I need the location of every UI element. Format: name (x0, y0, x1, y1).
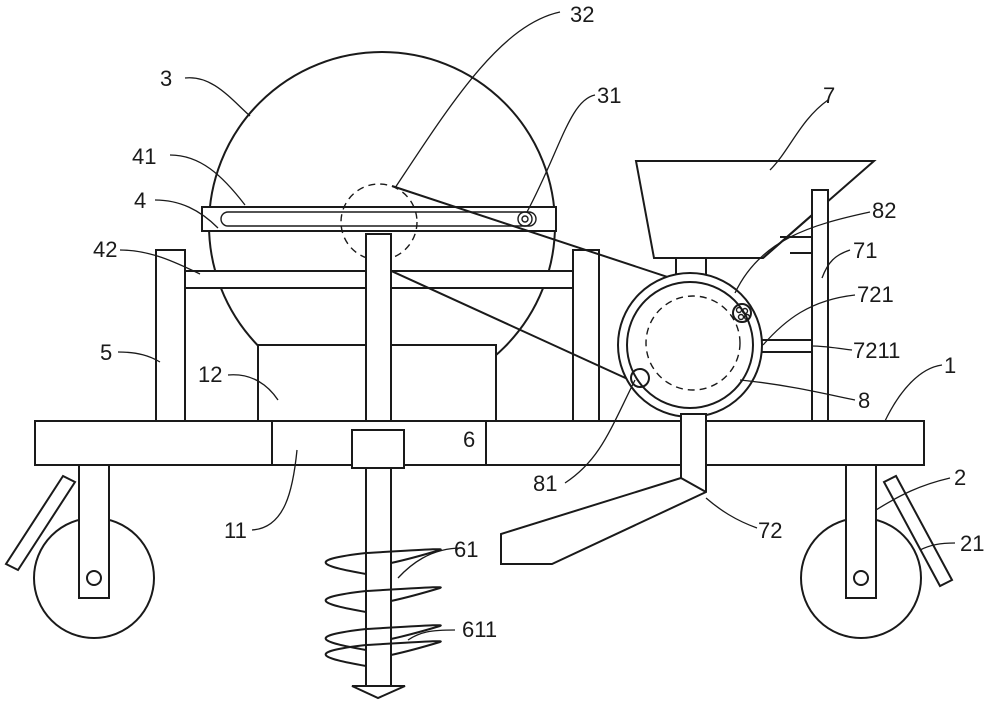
brush-82-c (737, 313, 745, 321)
brush-82-a (735, 306, 743, 314)
pin-31 (517, 211, 533, 227)
label-41: 41 (132, 144, 156, 169)
scraper-right-21 (882, 474, 954, 588)
wheel-leg-right-2 (845, 464, 877, 599)
pin-31-inner (521, 215, 529, 223)
auger-flights-61 (324, 548, 442, 700)
label-61: 61 (454, 537, 478, 562)
wheel-leg-left (78, 464, 110, 599)
label-721: 721 (857, 282, 894, 307)
axle-left (86, 570, 102, 586)
label-12: 12 (198, 362, 222, 387)
post-right (572, 249, 600, 422)
label-1: 1 (944, 353, 956, 378)
label-611: 611 (462, 617, 497, 642)
label-11: 11 (224, 518, 247, 543)
axle-right (853, 570, 869, 586)
brush-82 (732, 303, 752, 323)
belt-upper (391, 185, 717, 294)
label-71: 71 (853, 238, 877, 263)
label-4: 4 (134, 188, 146, 213)
label-3: 3 (160, 66, 172, 91)
seed-tube-72 (500, 413, 707, 565)
brush-82-b (741, 307, 749, 315)
label-5: 5 (100, 340, 112, 365)
label-2: 2 (954, 465, 966, 490)
housing-8-inner (626, 281, 754, 409)
stand-71 (811, 189, 829, 422)
label-72: 72 (758, 518, 782, 543)
hopper-7 (634, 160, 877, 259)
rail-plate-4 (201, 206, 557, 232)
leader-lines (117, 11, 956, 641)
pulley-32 (340, 183, 418, 261)
label-8: 8 (858, 388, 870, 413)
label-32: 32 (570, 2, 594, 27)
brush-82-d (743, 313, 751, 321)
chassis-beam-1 (34, 420, 925, 466)
seed-tube-72-bend (680, 477, 707, 493)
label-7211: 7211 (853, 338, 900, 363)
label-82: 82 (872, 198, 896, 223)
label-42: 42 (93, 237, 117, 262)
label-6: 6 (463, 427, 475, 452)
collar-6 (351, 429, 405, 469)
label-81: 81 (533, 471, 557, 496)
scraper-left (4, 474, 77, 572)
label-21: 21 (960, 531, 984, 556)
seed-hole-81 (630, 368, 650, 388)
label-31: 31 (597, 83, 621, 108)
slot-41 (220, 211, 537, 227)
rotor-8 (645, 295, 741, 391)
belt-lower (375, 263, 633, 382)
post-5-left (155, 249, 186, 422)
label-7: 7 (823, 83, 835, 108)
bracket-7211 (755, 339, 813, 353)
